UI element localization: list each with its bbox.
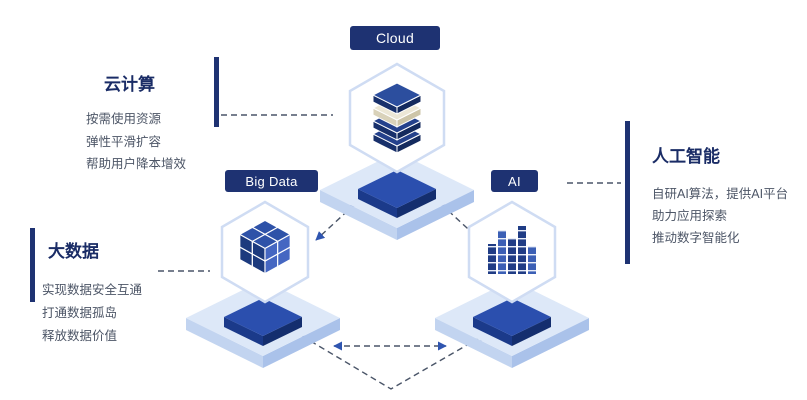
cloud-label: Cloud <box>350 26 440 50</box>
bigdata-callout-line: 实现数据安全互通 <box>42 283 143 297</box>
ai-label: AI <box>491 170 538 192</box>
bigdata-callout-bar <box>30 228 35 302</box>
bigdata-callout-line: 打通数据孤岛 <box>42 306 118 320</box>
cloud-callout-line: 弹性平滑扩容 <box>86 135 162 149</box>
bigdata-callout-line: 释放数据价值 <box>42 329 118 343</box>
bigdata-hexagon <box>220 200 310 304</box>
cloud-callout-bar <box>214 57 219 127</box>
bigdata-callout-title: 大数据 <box>48 242 99 261</box>
cloud-hexagon <box>348 62 446 174</box>
ai-callout-line: 推动数字智能化 <box>652 231 740 245</box>
ai-hexagon <box>467 200 557 304</box>
ai-callout-title: 人工智能 <box>652 147 720 166</box>
cloud-callout-line: 帮助用户降本增效 <box>86 157 187 171</box>
ai-callout-line: 助力应用探索 <box>652 209 728 223</box>
ai-callout-bar <box>625 121 630 264</box>
layer-stack-icon <box>371 82 423 154</box>
cloud-callout-line: 按需使用资源 <box>86 112 162 126</box>
ai-callout-line: 自研AI算法，提供AI平台 <box>652 187 789 201</box>
cloud-callout-title: 云计算 <box>104 75 155 94</box>
bigdata-label: Big Data <box>225 170 318 192</box>
data-bars-icon <box>488 226 536 274</box>
